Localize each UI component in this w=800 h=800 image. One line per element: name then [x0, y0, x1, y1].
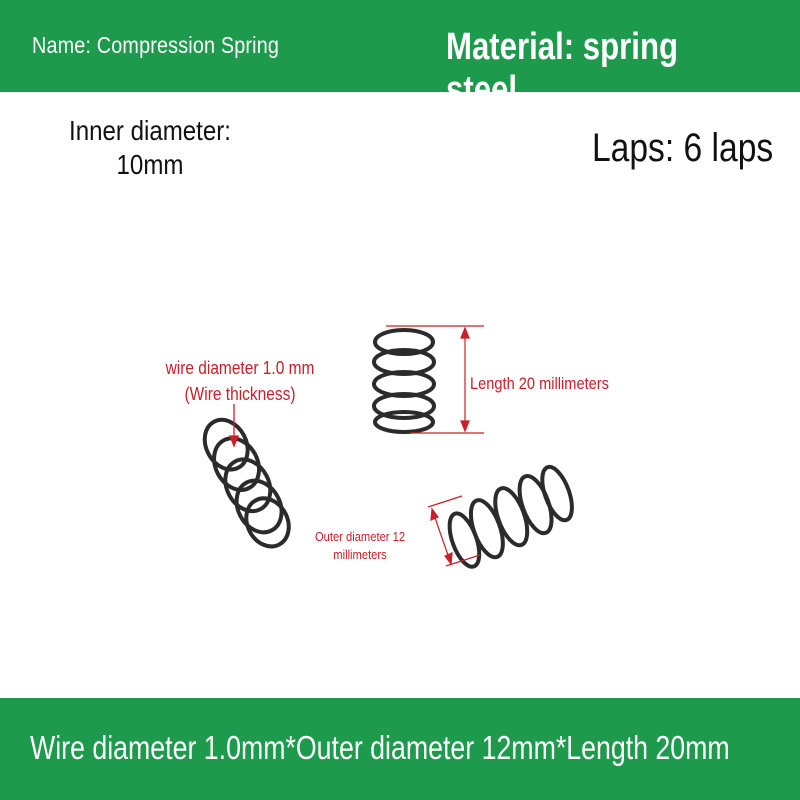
length-dimension — [386, 325, 484, 434]
inner-diameter-value: 10mm — [116, 149, 184, 180]
outer-diameter-dimension — [427, 495, 481, 567]
outer-diameter-unit: millimeters — [333, 547, 387, 562]
wire-diameter-arrow — [229, 404, 239, 448]
wire-diameter-label: wire diameter 1.0 mm — [165, 358, 315, 378]
inner-diameter-spec: Inner diameter: 10mm — [64, 114, 236, 182]
spec-summary: Wire diameter 1.0mm*Outer diameter 12mm*… — [30, 729, 730, 766]
lying-spring — [447, 464, 574, 569]
outer-diameter-label: Outer diameter 12 — [314, 529, 406, 544]
material-label: Material: spring steel — [446, 26, 679, 111]
laps-spec: Laps: 6 laps — [592, 126, 774, 170]
header-band — [0, 0, 800, 92]
left-spring — [202, 417, 291, 549]
outer-diameter-note: Outer diameter 12 millimeters — [308, 528, 411, 564]
product-name: Name: Compression Spring — [32, 32, 280, 58]
length-note: Length 20 millimeters — [470, 374, 609, 393]
wire-diameter-note: wire diameter 1.0 mm (Wire thickness) — [154, 355, 326, 407]
footer-band — [0, 698, 800, 800]
wire-thickness-label: (Wire thickness) — [184, 384, 296, 404]
inner-diameter-title: Inner diameter: — [69, 115, 231, 146]
upright-spring — [372, 328, 436, 434]
